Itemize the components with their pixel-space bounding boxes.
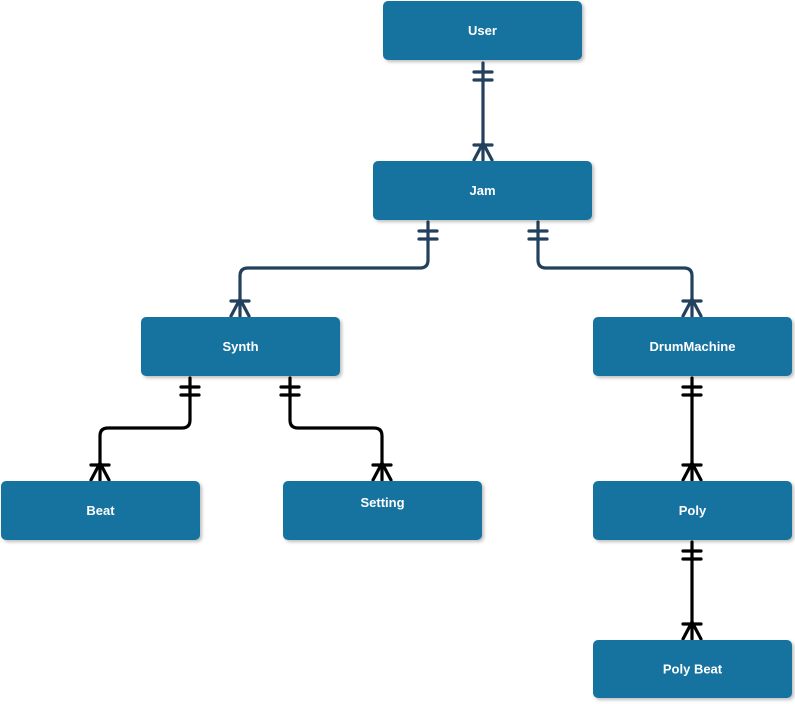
relationship-drummachine-poly xyxy=(681,376,703,482)
entity-label: DrumMachine xyxy=(650,339,736,354)
one-marker xyxy=(681,385,703,397)
entity-synth[interactable]: Synth xyxy=(141,317,340,376)
entity-beat[interactable]: Beat xyxy=(1,481,200,540)
relationship-synth-setting xyxy=(279,376,393,482)
relationship-user-jam xyxy=(472,61,494,162)
many-marker xyxy=(472,141,494,162)
relationship-poly-polybeat xyxy=(681,540,703,641)
entity-label: Synth xyxy=(222,339,258,354)
entity-label: Poly Beat xyxy=(663,662,723,677)
entity-user[interactable]: User xyxy=(383,1,582,60)
entity-setting[interactable]: Setting xyxy=(283,481,482,540)
one-marker xyxy=(417,229,439,241)
many-marker xyxy=(681,620,703,641)
entity-label: Beat xyxy=(86,503,115,518)
one-marker xyxy=(527,229,549,241)
many-marker xyxy=(89,461,111,482)
entity-label: User xyxy=(468,23,497,38)
relationship-synth-beat xyxy=(89,376,201,482)
many-marker xyxy=(229,297,251,318)
one-marker xyxy=(472,70,494,82)
relationship-jam-drummachine xyxy=(527,220,703,318)
entity-label: Poly xyxy=(679,503,707,518)
entity-poly[interactable]: Poly xyxy=(593,481,792,540)
entity-label: Setting xyxy=(360,495,404,510)
many-marker xyxy=(371,461,393,482)
one-marker xyxy=(279,385,301,397)
entity-jam[interactable]: Jam xyxy=(373,161,592,220)
one-marker xyxy=(681,549,703,561)
many-marker xyxy=(681,461,703,482)
one-marker xyxy=(179,385,201,397)
entity-poly-beat[interactable]: Poly Beat xyxy=(593,640,792,698)
relationship-jam-synth xyxy=(229,220,439,318)
many-marker xyxy=(681,297,703,318)
entity-drummachine[interactable]: DrumMachine xyxy=(593,317,792,376)
entity-label: Jam xyxy=(469,183,495,198)
